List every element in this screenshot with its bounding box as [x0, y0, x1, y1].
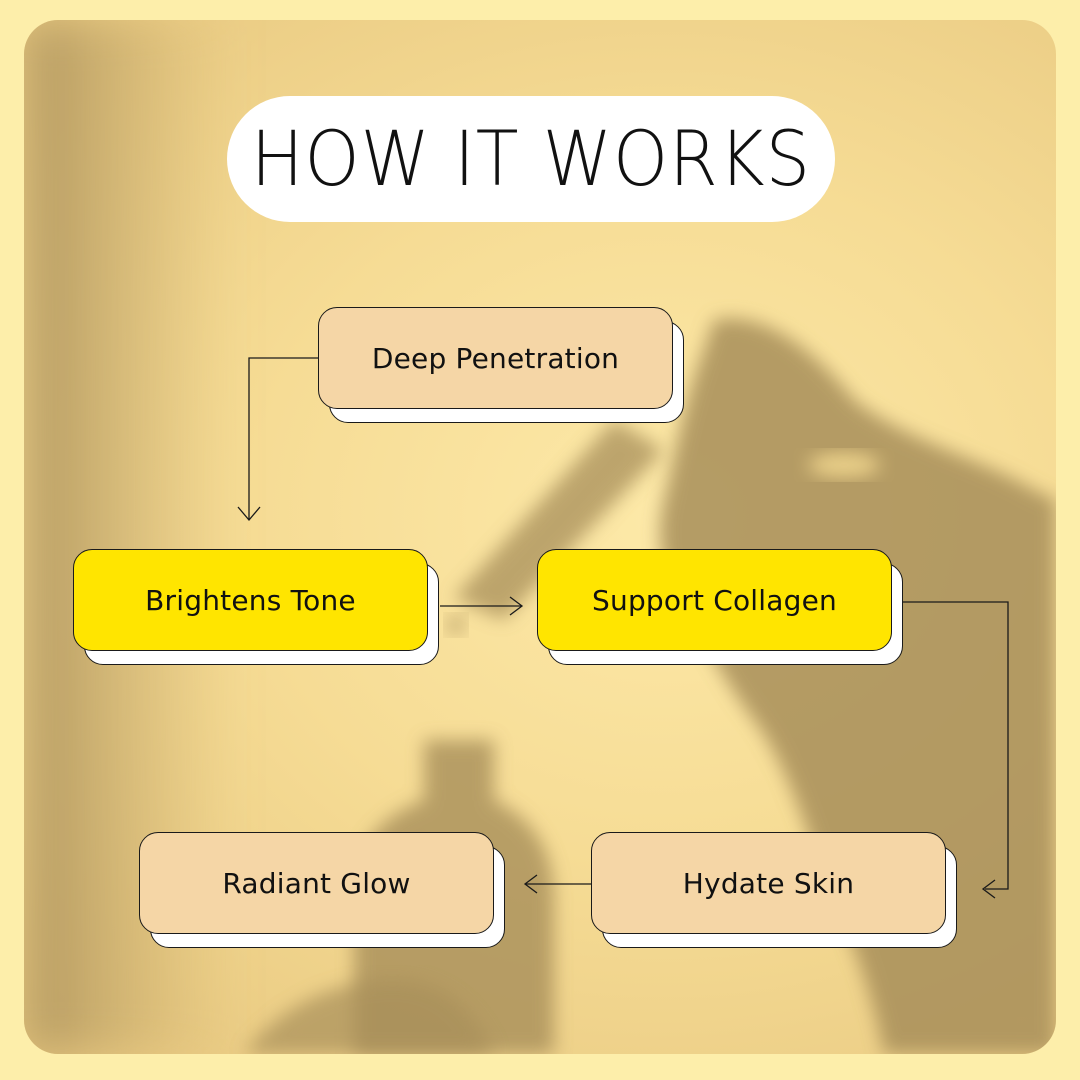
title-pill: HOW IT WORKS — [227, 96, 835, 222]
step-label: Support Collagen — [592, 583, 837, 617]
step-box: Radiant Glow — [139, 832, 494, 934]
step-label: Brightens Tone — [145, 583, 356, 617]
step-label: Hydate Skin — [682, 866, 855, 900]
step-box: Hydate Skin — [591, 832, 946, 934]
step-box: Brightens Tone — [73, 549, 428, 651]
step-box: Support Collagen — [537, 549, 892, 651]
step-deep-penetration: Deep Penetration — [318, 307, 684, 423]
background-shadow-art — [24, 20, 1056, 1054]
page-title: HOW IT WORKS — [250, 114, 812, 204]
step-hydate-skin: Hydate Skin — [591, 832, 957, 948]
step-support-collagen: Support Collagen — [537, 549, 903, 665]
step-box: Deep Penetration — [318, 307, 673, 409]
step-radiant-glow: Radiant Glow — [139, 832, 505, 948]
step-label: Deep Penetration — [371, 341, 620, 375]
step-brightens-tone: Brightens Tone — [73, 549, 439, 665]
step-label: Radiant Glow — [222, 866, 411, 900]
